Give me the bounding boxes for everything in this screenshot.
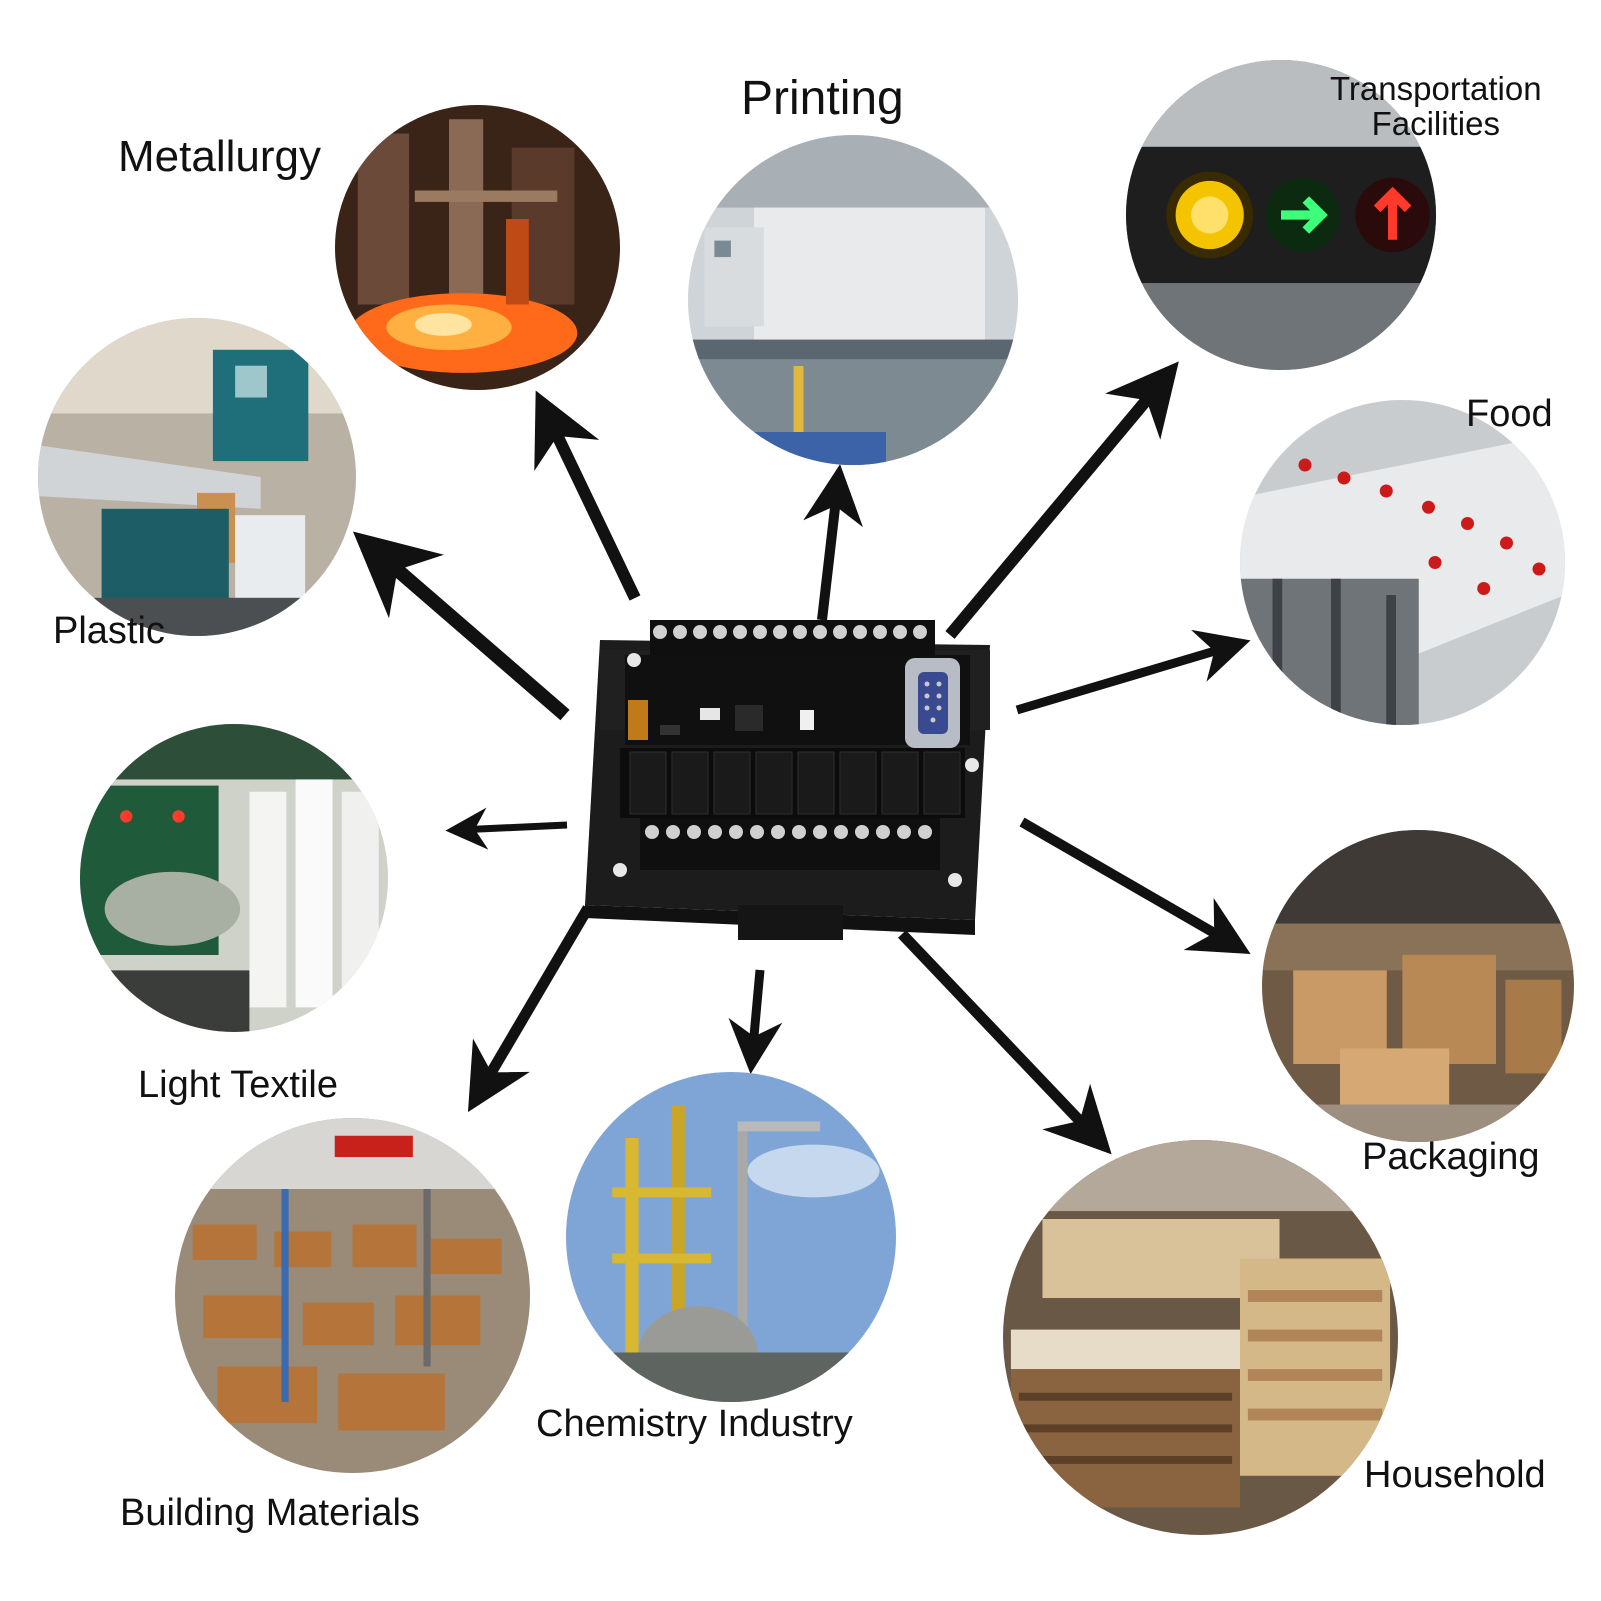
terminal-screw bbox=[653, 625, 667, 639]
terminal-screw bbox=[708, 825, 722, 839]
arrow-to-household bbox=[898, 930, 1112, 1155]
chemistry-industry-label: Chemistry Industry bbox=[536, 1403, 853, 1445]
terminal-screw bbox=[813, 625, 827, 639]
relay bbox=[923, 751, 961, 815]
arrow-to-printing bbox=[803, 464, 863, 621]
relay bbox=[629, 751, 667, 815]
metallurgy-label: Metallurgy bbox=[118, 132, 321, 181]
building-materials-label: Building Materials bbox=[120, 1492, 420, 1534]
packaging-label: Packaging bbox=[1362, 1136, 1540, 1178]
printing-image bbox=[688, 135, 1018, 465]
terminal-screw bbox=[733, 625, 747, 639]
printing-label: Printing bbox=[741, 72, 904, 125]
building-materials-image bbox=[175, 1118, 530, 1473]
terminal-screw bbox=[673, 625, 687, 639]
bottom-terminal-block bbox=[640, 818, 940, 870]
food-label: Food bbox=[1466, 393, 1553, 435]
relay bbox=[839, 751, 877, 815]
terminal-screw bbox=[893, 625, 907, 639]
terminal-screw bbox=[773, 625, 787, 639]
arrow-to-metallurgy bbox=[534, 390, 641, 601]
arrow-to-transportation bbox=[945, 361, 1179, 639]
transportation-label-text: Transportation Facilities bbox=[1330, 70, 1542, 142]
terminal-screw bbox=[713, 625, 727, 639]
terminal-screw bbox=[876, 825, 890, 839]
terminal-screw bbox=[687, 825, 701, 839]
top-terminal-block bbox=[650, 620, 935, 660]
metallurgy-image bbox=[335, 105, 620, 390]
light-textile-label: Light Textile bbox=[138, 1064, 338, 1106]
arrow-to-light-textile bbox=[445, 807, 568, 850]
terminal-screw bbox=[645, 825, 659, 839]
terminal-screw bbox=[833, 625, 847, 639]
terminal-screw bbox=[666, 825, 680, 839]
terminal-screw bbox=[834, 825, 848, 839]
arrow-to-chemistry bbox=[728, 969, 783, 1075]
terminal-screw bbox=[897, 825, 911, 839]
plastic-label: Plastic bbox=[53, 610, 165, 652]
mounting-holes bbox=[613, 653, 979, 887]
terminal-screw bbox=[792, 825, 806, 839]
terminal-screw bbox=[793, 625, 807, 639]
terminal-screw bbox=[753, 625, 767, 639]
relay bbox=[881, 751, 919, 815]
household-label: Household bbox=[1364, 1454, 1546, 1496]
relay bbox=[671, 751, 709, 815]
transportation-image bbox=[1126, 60, 1436, 370]
transportation-label: Transportation Facilities bbox=[1330, 70, 1542, 142]
terminal-screw bbox=[913, 625, 927, 639]
terminal-screw bbox=[918, 825, 932, 839]
relay-bank bbox=[620, 748, 965, 818]
food-image bbox=[1240, 400, 1565, 725]
terminal-screw bbox=[693, 625, 707, 639]
terminal-screw bbox=[771, 825, 785, 839]
packaging-image bbox=[1262, 830, 1574, 1142]
relay bbox=[713, 751, 751, 815]
arrow-to-building-materials bbox=[467, 905, 593, 1113]
arrow-to-food bbox=[1015, 629, 1251, 715]
relay bbox=[755, 751, 793, 815]
terminal-screw bbox=[853, 625, 867, 639]
db9-serial-port bbox=[905, 658, 960, 748]
terminal-screw bbox=[729, 825, 743, 839]
terminal-screw bbox=[873, 625, 887, 639]
relay bbox=[797, 751, 835, 815]
terminal-screw bbox=[855, 825, 869, 839]
arrow-to-packaging bbox=[1019, 817, 1251, 955]
arrow-to-plastic bbox=[352, 531, 570, 721]
terminal-screw bbox=[750, 825, 764, 839]
terminal-screw bbox=[813, 825, 827, 839]
